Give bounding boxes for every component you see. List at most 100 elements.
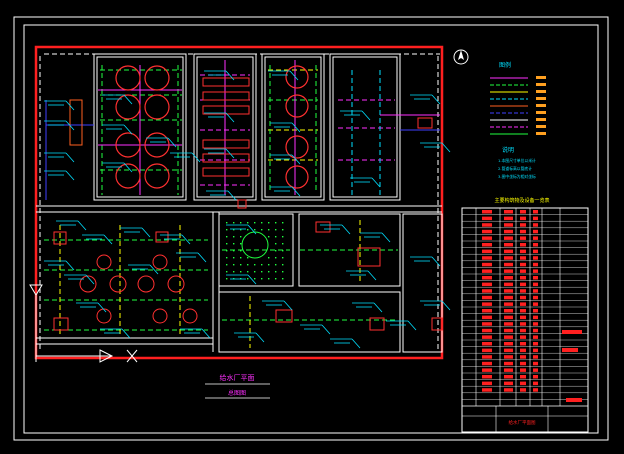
grid-dot [233, 229, 235, 231]
grid-dot [282, 271, 284, 273]
grid-dot [226, 222, 228, 224]
annotation-leader [85, 274, 95, 285]
table-note-mark [566, 398, 582, 402]
legend-label-mark [536, 125, 546, 128]
legend-heading: 图例 [499, 61, 511, 69]
table-cell-mark [520, 368, 526, 372]
annotation-leader [225, 112, 235, 123]
table-cell-mark [482, 223, 492, 227]
equipment-table-grid [461, 207, 589, 432]
annotation-leader [65, 260, 75, 271]
grid-dot [240, 236, 242, 238]
legend-note-2: 2.管道标高以管底计 [498, 166, 532, 171]
table-cell-mark [533, 375, 538, 379]
table-cell-mark [533, 269, 538, 273]
table-cell-mark [520, 229, 526, 234]
table-cell-mark [504, 342, 513, 346]
legend-label-mark [536, 76, 546, 79]
grid-dot [268, 222, 270, 224]
table-cell-mark [533, 322, 538, 326]
pump-station-tanks [79, 254, 198, 324]
grid-dot [240, 222, 242, 224]
table-cell-mark [520, 315, 526, 320]
grid-dot [233, 250, 235, 252]
legend-label-mark [536, 104, 546, 107]
grid-dot [254, 264, 256, 266]
table-cell-mark [504, 249, 513, 254]
annotation-leader [225, 148, 235, 159]
table-cell-mark [520, 309, 526, 313]
table-cell-mark [482, 256, 492, 260]
table-cell-mark [482, 335, 492, 339]
annotation-leader [291, 186, 301, 197]
table-cell-mark [504, 223, 513, 227]
annotation-leader [191, 152, 201, 163]
entry-arrows [29, 284, 138, 363]
sheet-frame-inner [23, 24, 599, 434]
table-cell-mark [482, 289, 492, 293]
grid-dot [275, 222, 277, 224]
table-cell-mark [520, 262, 526, 267]
grid-dot [275, 229, 277, 231]
table-cell-mark [520, 236, 526, 240]
table-cell-mark [482, 361, 492, 366]
grid-dot [268, 257, 270, 259]
annotation-leader [77, 220, 87, 231]
grid-dot [240, 264, 242, 266]
table-cell-mark [504, 309, 513, 313]
table-cell-mark [520, 223, 526, 227]
legend-label-mark [536, 83, 546, 86]
table-cell-mark [504, 236, 513, 240]
table-cell-mark [533, 381, 538, 386]
table-cell-mark [533, 229, 538, 234]
table-cell-mark [520, 375, 526, 379]
grid-dot [226, 271, 228, 273]
equipment-table-title: 主要构筑物及设备一览表 [494, 197, 549, 204]
grid-dot [282, 250, 284, 252]
table-cell-mark [520, 256, 526, 260]
table-cell-mark [482, 282, 492, 287]
table-cell-mark [504, 355, 513, 359]
annotation-leader [123, 94, 133, 105]
table-cell-mark [520, 381, 526, 386]
grid-dot [261, 222, 263, 224]
table-cell-mark [482, 315, 492, 320]
table-cell-mark [520, 269, 526, 273]
grid-dot [268, 271, 270, 273]
grid-dot [233, 243, 235, 245]
annotation-leader [381, 232, 391, 243]
table-cell-mark [520, 335, 526, 339]
table-cell-mark [533, 315, 538, 320]
grid-dot [240, 271, 242, 273]
table-cell-mark [533, 295, 538, 300]
table-cell-mark [504, 276, 513, 280]
grid-dot [282, 229, 284, 231]
table-cell-mark [520, 282, 526, 287]
annotation-leader [407, 320, 417, 331]
annotation-leader [321, 324, 331, 335]
table-cell-mark [504, 262, 513, 267]
table-cell-mark [504, 381, 513, 386]
table-cell-mark [482, 210, 492, 214]
table-cell-mark [533, 361, 538, 366]
grid-dot [261, 271, 263, 273]
table-cell-mark [533, 262, 538, 267]
table-cell-mark [504, 361, 513, 366]
table-cell-mark [482, 295, 492, 300]
annotation-leader [65, 120, 75, 131]
grid-dot [268, 236, 270, 238]
table-cell-mark [520, 361, 526, 366]
table-cell-mark [520, 342, 526, 346]
table-cell-mark [504, 256, 513, 260]
annotation-leader [97, 302, 107, 313]
table-cell-mark [533, 289, 538, 293]
table-cell-mark [482, 243, 492, 247]
table-cell-mark [482, 355, 492, 359]
structure-markers [53, 99, 443, 331]
table-cell-mark [533, 309, 538, 313]
table-cell-mark [482, 388, 492, 392]
grid-dot [240, 250, 242, 252]
annotation-leader [367, 270, 377, 281]
table-note-mark [562, 330, 582, 334]
grid-dot [247, 222, 249, 224]
